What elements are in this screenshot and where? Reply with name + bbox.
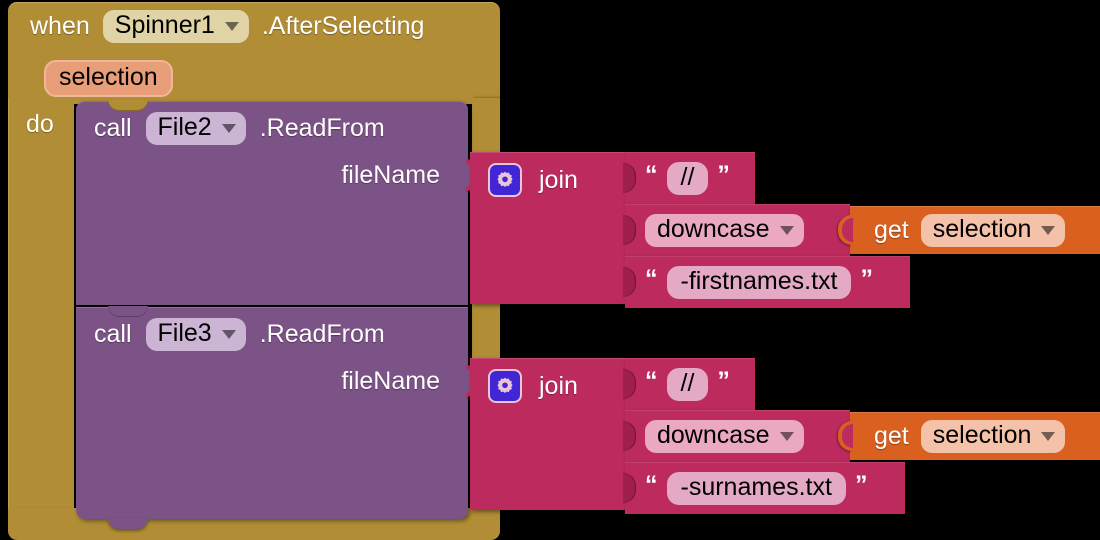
text-field-separator[interactable]: // xyxy=(666,161,709,195)
method-name-label: .ReadFrom xyxy=(259,320,385,348)
chevron-down-icon xyxy=(779,225,794,235)
text-field-surnames[interactable]: -surnames.txt xyxy=(666,471,846,505)
when-keyword: when xyxy=(30,12,90,40)
gear-icon[interactable] xyxy=(488,163,522,197)
text-field-separator[interactable]: // xyxy=(666,367,709,401)
quote-close: ” xyxy=(860,264,873,293)
join-block-1[interactable]: join xyxy=(470,152,638,304)
get-keyword: get xyxy=(874,215,909,244)
component-dropdown-file3[interactable]: File3 xyxy=(145,318,246,351)
block-bottom-nub xyxy=(108,518,148,529)
get-block-plug xyxy=(838,215,853,245)
component-dropdown-file2[interactable]: File2 xyxy=(145,112,246,145)
arg-socket-notch xyxy=(623,473,636,503)
block-top-notch xyxy=(108,306,148,317)
call-argument-row: fileName xyxy=(341,163,440,188)
event-name-label: .AfterSelecting xyxy=(261,12,425,40)
text-transform-dropdown-label: downcase xyxy=(657,214,770,243)
join1-arg-text-firstnames[interactable]: “ -firstnames.txt ” xyxy=(623,256,910,308)
variable-dropdown-selection[interactable]: selection xyxy=(920,213,1066,247)
variable-dropdown-label: selection xyxy=(932,420,1032,449)
component-dropdown-label: File2 xyxy=(157,113,212,141)
text-transform-dropdown-downcase[interactable]: downcase xyxy=(645,419,804,453)
join2-arg-downcase[interactable]: downcase xyxy=(623,410,850,462)
join1-arg-downcase[interactable]: downcase xyxy=(623,204,850,256)
join-operator-label: join xyxy=(539,165,578,194)
chevron-down-icon xyxy=(1041,431,1056,441)
variable-dropdown-label: selection xyxy=(932,214,1032,243)
get-keyword: get xyxy=(874,421,909,450)
quote-open: “ xyxy=(645,264,658,293)
call-block-file2-readfrom[interactable]: call File2 .ReadFrom fileName xyxy=(76,100,480,305)
argument-label-filename: fileName xyxy=(341,367,440,395)
arg-socket-notch xyxy=(623,267,636,297)
join-block-2[interactable]: join xyxy=(470,358,638,510)
join-operator-label: join xyxy=(539,371,578,400)
get-block-selection-2[interactable]: get selection xyxy=(838,412,1100,460)
text-field-value: -firstnames.txt xyxy=(680,266,838,295)
quote-open: “ xyxy=(645,470,658,499)
chevron-down-icon xyxy=(779,431,794,441)
quote-open: “ xyxy=(645,160,658,189)
call-header-row: call File2 .ReadFrom xyxy=(94,112,385,145)
event-parameter-label: selection xyxy=(59,63,158,91)
call-header-row: call File3 .ReadFrom xyxy=(94,318,385,351)
join2-arg-text-slash[interactable]: “ // ” xyxy=(623,358,755,410)
arg-socket-notch xyxy=(623,215,636,245)
chevron-down-icon xyxy=(221,124,236,133)
arg-socket-notch xyxy=(623,163,636,193)
call-block-file3-readfrom[interactable]: call File3 .ReadFrom fileName xyxy=(76,306,480,529)
join2-arg-text-surnames[interactable]: “ -surnames.txt ” xyxy=(623,462,905,514)
call-keyword: call xyxy=(94,320,132,348)
join1-arg-text-slash[interactable]: “ // ” xyxy=(623,152,755,204)
arg-socket-notch xyxy=(623,421,636,451)
text-field-value: -surnames.txt xyxy=(680,472,832,501)
text-field-value: // xyxy=(680,368,695,397)
get-block-plug xyxy=(838,421,853,451)
event-header-row: when Spinner1 .AfterSelecting xyxy=(30,10,424,43)
block-top-notch xyxy=(108,100,148,111)
chevron-down-icon xyxy=(224,22,239,31)
event-parameter-selection[interactable]: selection xyxy=(44,60,173,97)
variable-dropdown-selection[interactable]: selection xyxy=(920,419,1066,453)
call-argument-row: fileName xyxy=(341,369,440,394)
quote-close: ” xyxy=(854,470,868,499)
text-transform-dropdown-label: downcase xyxy=(657,420,770,449)
component-dropdown-spinner1[interactable]: Spinner1 xyxy=(102,10,249,43)
method-name-label: .ReadFrom xyxy=(259,114,385,142)
call-keyword: call xyxy=(94,114,132,142)
join-header: join xyxy=(488,163,578,197)
text-field-firstnames[interactable]: -firstnames.txt xyxy=(666,265,852,299)
chevron-down-icon xyxy=(1041,225,1056,235)
join-header: join xyxy=(488,369,578,403)
argument-label-filename: fileName xyxy=(341,161,440,189)
quote-open: “ xyxy=(645,366,658,395)
component-dropdown-label: Spinner1 xyxy=(114,11,215,39)
get-block-selection-1[interactable]: get selection xyxy=(838,206,1100,254)
quote-close: ” xyxy=(717,366,730,395)
text-transform-dropdown-downcase[interactable]: downcase xyxy=(645,213,804,247)
gear-icon[interactable] xyxy=(488,369,522,403)
arg-socket-notch xyxy=(623,369,636,399)
component-dropdown-label: File3 xyxy=(157,319,212,347)
text-field-value: // xyxy=(680,162,695,191)
chevron-down-icon xyxy=(221,330,236,339)
quote-close: ” xyxy=(717,160,730,189)
do-keyword: do xyxy=(26,110,54,138)
event-block-left-rail xyxy=(8,98,74,508)
